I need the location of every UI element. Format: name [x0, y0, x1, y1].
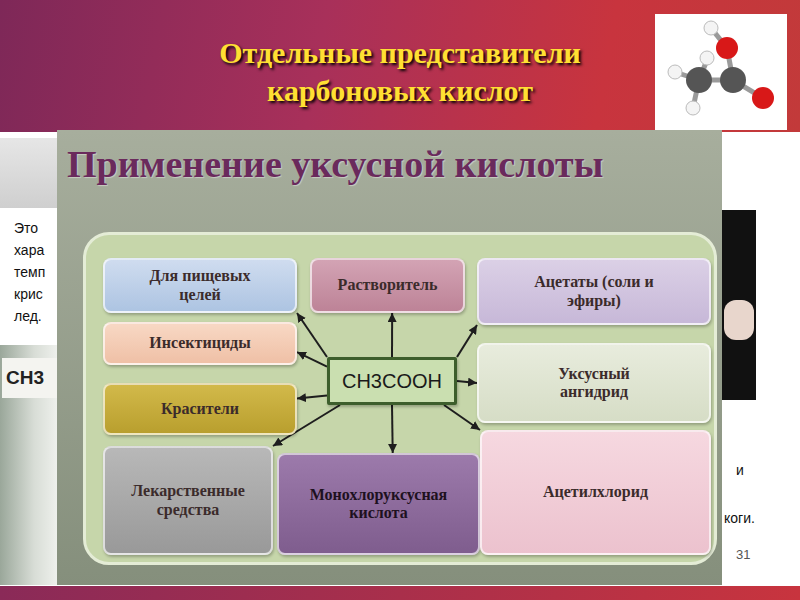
slide-text-fragment: Это [14, 220, 38, 236]
use-box: Ацетаты (соли и эфиры) [477, 258, 711, 325]
hydrogen-atom [668, 65, 682, 79]
use-box: Ацетилхлорид [480, 430, 711, 555]
box-text: Для пищевых целей [135, 267, 265, 304]
molecule-picture [655, 14, 787, 130]
slide-text-fragment: крис [14, 286, 43, 302]
formula-box: CH3COOH [327, 357, 457, 405]
arrow-connector [297, 352, 327, 367]
box-text: Инсектициды [149, 334, 250, 352]
box-text: Ацетилхлорид [543, 483, 648, 501]
carbon-atom [720, 67, 746, 93]
use-box: Для пищевых целей [103, 258, 297, 313]
hydrogen-atom [686, 101, 700, 115]
arrow-connector [297, 395, 327, 398]
oxygen-atom [752, 87, 774, 109]
arrow-connector [297, 313, 327, 357]
slide-text-fragment: и [736, 462, 744, 478]
formula-text: CH3COOH [342, 370, 442, 393]
page-number: 31 [736, 547, 750, 562]
hydrogen-atom [704, 21, 718, 35]
image-panel: Применение уксусной кислотыДля пищевых ц… [57, 130, 722, 585]
carbon-atom [686, 67, 712, 93]
box-text: Монохлоруксусная кислота [289, 486, 469, 523]
slide-text-fragment: хара [14, 242, 44, 258]
arrow-connector [444, 405, 480, 430]
molecule-frame [655, 14, 787, 130]
arrow-connector [457, 325, 477, 357]
arrow-connector [391, 405, 394, 453]
box-text: Уксусный ангидрид [534, 365, 654, 402]
use-box: Уксусный ангидрид [477, 343, 711, 423]
arrow-connector [391, 313, 393, 357]
box-text: Лекарственные средства [118, 482, 258, 519]
slide-text-fragment: лед. [14, 308, 42, 324]
use-box: Лекарственные средства [103, 446, 273, 555]
molecule-bonds [675, 28, 763, 108]
box-text: Растворитель [338, 276, 438, 294]
panel-heading: Применение уксусной кислоты [67, 142, 722, 186]
use-box: Красители [103, 383, 297, 435]
box-text: Ацетаты (соли и эфиры) [519, 273, 669, 310]
hand-in-photo [724, 300, 754, 340]
arrow-connector [457, 381, 477, 383]
slide-text-fragment: CH3 [6, 367, 44, 389]
oxygen-atom [716, 37, 738, 59]
box-text: Красители [161, 400, 239, 418]
photo-left-top [0, 138, 57, 208]
slide-text-fragment: темп [14, 264, 45, 280]
slide-text-fragment: коги. [724, 510, 755, 526]
slide-title: Отдельные представители карбоновых кисло… [190, 34, 610, 109]
bottom-band [0, 586, 800, 600]
use-box: Монохлоруксусная кислота [277, 453, 480, 555]
use-box: Растворитель [310, 258, 465, 313]
hydrogen-atom [700, 51, 714, 65]
use-box: Инсектициды [103, 322, 297, 365]
